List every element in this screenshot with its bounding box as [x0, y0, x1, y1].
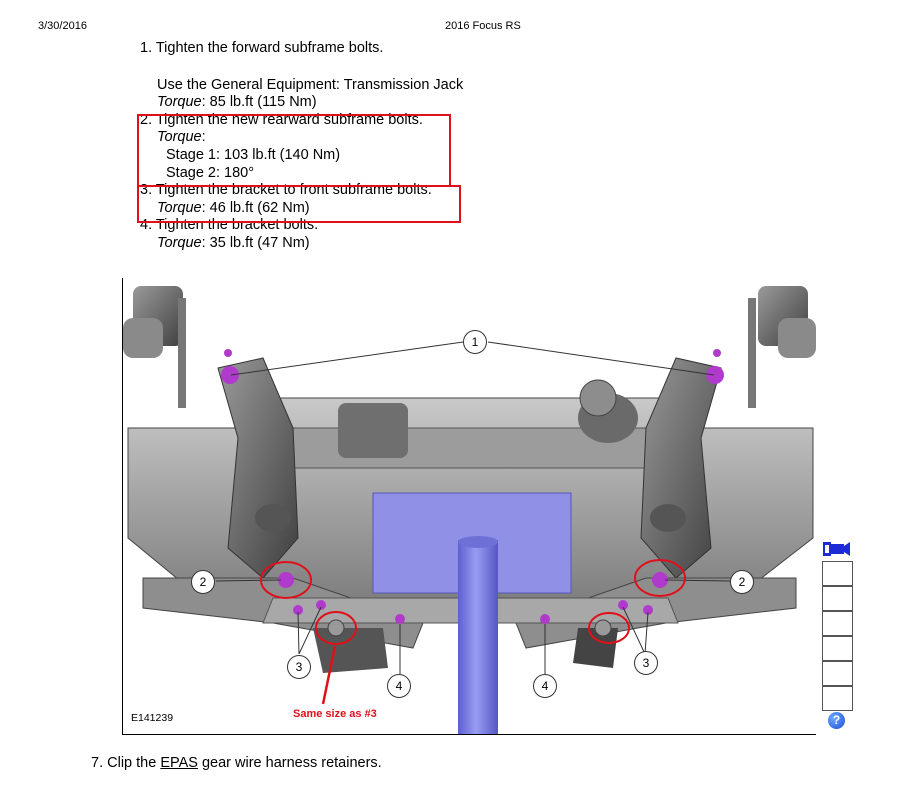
- left-stabilizer-link: [123, 286, 186, 408]
- callout-2-right: 2: [730, 570, 754, 594]
- callout-3-right: 3: [634, 651, 658, 675]
- torque-label: Torque: [157, 199, 202, 216]
- red-highlight-ovals: [260, 559, 686, 645]
- callout-1: 1: [463, 330, 487, 354]
- right-stabilizer-link: [748, 286, 816, 408]
- step-4-torque: Torque: 35 lb.ft (47 Nm): [140, 235, 463, 253]
- toolbar-slot-4[interactable]: [822, 636, 853, 661]
- callout-4-left: 4: [387, 674, 411, 698]
- annotation-note: Same size as #3: [293, 708, 377, 720]
- toolbar-slot-1[interactable]: [822, 561, 853, 586]
- figure-id: E141239: [131, 712, 174, 724]
- step-7-prefix: 7. Clip the: [91, 755, 161, 771]
- toolbar-slot-3[interactable]: [822, 611, 853, 636]
- annotation-arrow: [321, 645, 337, 705]
- step-3-highlight-box: [137, 185, 461, 223]
- step-7: 7. Clip the EPAS gear wire harness retai…: [91, 755, 382, 771]
- step-2-stage-2: Stage 2: 180°: [166, 164, 255, 181]
- epas-link[interactable]: EPAS: [160, 755, 198, 771]
- step-1-torque: Torque: 85 lb.ft (115 Nm): [140, 94, 463, 112]
- page-date: 3/30/2016: [38, 20, 87, 32]
- step-2-torque: Torque:: [140, 129, 463, 147]
- callout-2-left: 2: [191, 570, 215, 594]
- camera-icon: [823, 542, 850, 556]
- step-3-torque: Torque: 46 lb.ft (62 Nm): [140, 200, 463, 218]
- step-2-stage-1: Stage 1: 103 lb.ft (140 Nm): [166, 146, 341, 163]
- procedure-steps: 1. Tighten the forward subframe bolts. U…: [140, 40, 463, 253]
- torque-value: : 35 lb.ft (47 Nm): [201, 234, 310, 251]
- toolbar-slot-2[interactable]: [822, 586, 853, 611]
- subframe-drawing: [123, 286, 816, 734]
- help-icon[interactable]: ?: [828, 712, 845, 729]
- steering-gear-housing: [578, 379, 638, 443]
- camera-button[interactable]: [822, 539, 851, 559]
- page-title: 2016 Focus RS: [445, 20, 521, 32]
- step-2-highlight-box: [137, 114, 451, 187]
- callout-4-right: 4: [533, 674, 557, 698]
- torque-colon: :: [201, 129, 206, 146]
- callout-3-left: 3: [287, 655, 311, 679]
- step-1-title: 1. Tighten the forward subframe bolts.: [140, 40, 384, 56]
- step-1-equipment: Use the General Equipment: Transmission …: [157, 76, 464, 93]
- torque-label: Torque: [157, 234, 202, 251]
- torque-value: : 46 lb.ft (62 Nm): [201, 199, 310, 216]
- jack-post: [458, 540, 498, 734]
- bolt-markers: [221, 349, 724, 624]
- torque-value: : 85 lb.ft (115 Nm): [201, 94, 317, 111]
- toolbar-slot-6[interactable]: [822, 686, 853, 711]
- step-7-suffix: gear wire harness retainers.: [197, 755, 382, 771]
- torque-label: Torque: [157, 94, 202, 111]
- torque-label: Torque: [157, 129, 202, 146]
- subframe-illustration: 1 2 2 3 3 4 4 E141239 Same size as #3: [122, 278, 816, 735]
- toolbar-slot-5[interactable]: [822, 661, 853, 686]
